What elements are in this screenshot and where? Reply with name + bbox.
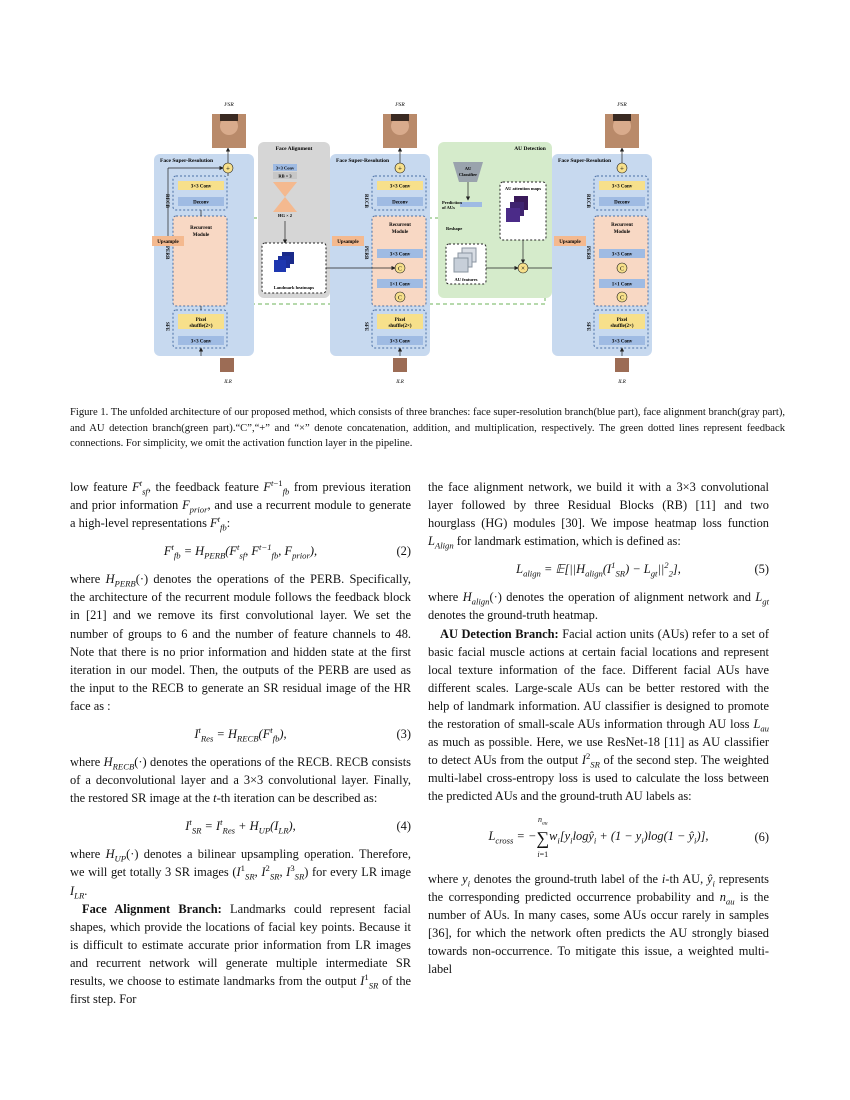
svg-text:C: C [398,296,402,302]
svg-text:3×3 Conv: 3×3 Conv [612,340,633,345]
paragraph: where Halign(·) denotes the operation of… [428,590,769,623]
svg-text:Module: Module [392,230,409,235]
svg-text:Pixel: Pixel [196,318,207,323]
svg-text:I³SR: I³SR [616,102,627,108]
svg-text:RB × 3: RB × 3 [278,174,292,179]
svg-text:Pixel: Pixel [617,318,628,323]
svg-text:SFE: SFE [164,322,169,332]
section-head: Face Alignment Branch: [82,901,222,916]
svg-text:shuffle(2×): shuffle(2×) [189,324,212,329]
right-column: the face alignment network, we build it … [428,478,769,978]
svg-text:PERB: PERB [164,246,169,260]
svg-text:+: + [226,165,230,173]
face-image-in-1 [220,358,234,372]
figure-caption: Figure 1. The unfolded architecture of o… [70,407,785,449]
sr-block-2: Face Super-Resolution 3×3 Conv Deconv RE… [326,147,430,356]
svg-text:3×3 Conv: 3×3 Conv [191,185,212,190]
svg-text:Face Super-Resolution: Face Super-Resolution [558,158,611,164]
svg-text:AU attention maps: AU attention maps [505,186,541,191]
svg-text:Prediction: Prediction [442,200,462,205]
svg-text:3×3 Conv: 3×3 Conv [276,166,295,171]
svg-text:Face Super-Resolution: Face Super-Resolution [336,158,389,164]
svg-text:+: + [620,165,624,173]
section-head: AU Detection Branch: [440,626,559,641]
svg-text:Recurrent: Recurrent [611,223,633,228]
au-detection-block: AU Detection AU Classifier Prediction of… [438,142,593,298]
equation-3: ItRes = HRECB(Ftfb),(3) [194,724,411,744]
svg-text:Upsample: Upsample [337,240,359,245]
svg-text:ILR: ILR [395,380,404,385]
paragraph: where HRECB(·) denotes the operations of… [70,755,411,806]
sr-block-3: Face Super-Resolution 3×3 Conv Deconv RE… [552,147,652,356]
fsr-label-1: Face Super-Resolution [160,158,213,164]
svg-text:3×3 Conv: 3×3 Conv [612,185,633,190]
svg-text:Deconv: Deconv [392,201,408,206]
svg-text:I²SR: I²SR [394,102,405,108]
svg-text:Pixel: Pixel [395,318,406,323]
paragraph: AU Detection Branch: Facial action units… [428,626,769,804]
svg-text:Upsample: Upsample [157,240,179,245]
left-column: low feature Ftsf, the feedback feature F… [70,478,411,1008]
svg-text:shuffle(2×): shuffle(2×) [610,324,633,329]
svg-text:3×3 Conv: 3×3 Conv [390,185,411,190]
svg-text:RECB: RECB [363,194,368,209]
paragraph: where HPERB(·) denotes the operations of… [70,572,411,713]
paragraph: Face Alignment Branch: Landmarks could r… [70,901,412,1007]
svg-text:3×3 Conv: 3×3 Conv [191,340,212,345]
svg-text:3×3 Conv: 3×3 Conv [390,340,411,345]
svg-text:+: + [398,165,402,173]
svg-text:Deconv: Deconv [614,201,630,206]
equation-2: Ftfb = HPERB(Ftsf, Ft−1fb, Fprior),(2) [163,542,411,561]
face-image-in-3 [615,358,629,372]
svg-text:Recurrent: Recurrent [190,226,212,231]
svg-text:SFE: SFE [363,322,368,332]
svg-text:Face Alignment: Face Alignment [276,146,313,152]
svg-text:1×1 Conv: 1×1 Conv [612,283,633,288]
svg-text:AU features: AU features [454,277,477,282]
svg-text:AU Detection: AU Detection [514,146,546,152]
sr-block-1: Face Super-Resolution 3×3 Conv Deconv RE… [152,147,254,356]
svg-text:HG × 2: HG × 2 [278,213,293,218]
svg-text:Recurrent: Recurrent [389,223,411,228]
svg-text:PERB: PERB [363,246,368,260]
svg-text:shuffle(2×): shuffle(2×) [388,324,411,329]
svg-text:PERB: PERB [585,246,590,260]
svg-text:1×1 Conv: 1×1 Conv [390,283,411,288]
svg-text:3×3 Conv: 3×3 Conv [612,253,633,258]
svg-text:AU: AU [465,166,472,171]
svg-text:SFE: SFE [585,322,590,332]
paragraph: where yi denotes the ground-truth label … [428,871,769,976]
svg-text:I¹SR: I¹SR [223,102,234,108]
svg-text:ILR: ILR [617,380,626,385]
svg-text:Upsample: Upsample [559,240,581,245]
architecture-figure: Face Super-Resolution 3×3 Conv Deconv RE… [152,102,652,385]
svg-text:RECB: RECB [585,194,590,209]
svg-text:Module: Module [614,230,631,235]
svg-text:Classifier: Classifier [459,172,477,177]
paragraph: low feature Ftsf, the feedback feature F… [70,477,411,533]
svg-text:RECB: RECB [164,194,169,209]
svg-text:of AUs: of AUs [442,205,455,210]
paragraph: the face alignment network, we build it … [428,480,769,551]
equation-5: Lalign = 𝔼[||Halign(I1SR) − Lgt||22],(5) [516,560,769,579]
svg-text:×: × [521,265,525,273]
svg-text:C: C [398,267,402,273]
feedback-connection [380,218,546,305]
svg-text:3×3 Conv: 3×3 Conv [390,253,411,258]
svg-text:Deconv: Deconv [193,201,209,206]
svg-text:ILR: ILR [223,380,232,385]
paragraph: where HUP(·) denotes a bilinear upsampli… [70,847,411,900]
svg-text:Module: Module [193,233,210,238]
equation-4: ItSR = ItRes + HUP(ILR),(4) [185,817,411,836]
face-image-in-2 [393,358,407,372]
svg-text:Landmark heatmaps: Landmark heatmaps [274,285,315,290]
svg-text:Reshape: Reshape [446,226,462,231]
face-alignment-block: Face Alignment 3×3 Conv RB × 3 HG × 2 La… [258,142,330,298]
svg-text:C: C [620,296,624,302]
svg-text:C: C [620,267,624,273]
